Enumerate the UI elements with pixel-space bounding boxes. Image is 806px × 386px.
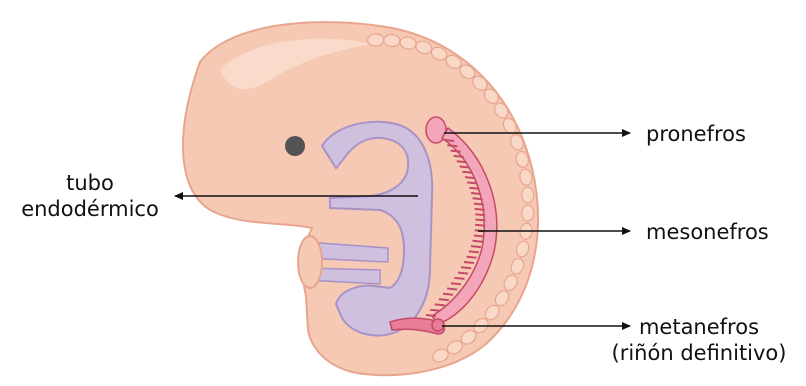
- mesonephric-tubule: [454, 156, 464, 157]
- somite: [368, 34, 384, 46]
- mesonephric-tubule: [475, 214, 485, 215]
- mesonephric-tubule: [474, 236, 484, 237]
- mesonephric-tubule: [471, 246, 481, 247]
- mesonephric-tubule: [473, 198, 483, 199]
- mesonephric-tubule: [451, 151, 461, 152]
- mesonephric-tubule: [471, 193, 481, 194]
- mesonephric-tubule: [473, 241, 483, 242]
- mesonephric-tubule: [439, 299, 449, 300]
- mesonephric-tubule: [469, 188, 479, 189]
- mesonephric-tubule: [475, 209, 485, 210]
- mesonephric-tubule: [426, 315, 436, 316]
- mesonephric-tubule: [430, 310, 440, 311]
- label-metanefros-line1: metanefros: [594, 314, 804, 340]
- label-pronefros: pronefros: [646, 121, 746, 147]
- label-mesonefros: mesonefros: [646, 219, 769, 245]
- mesonephric-tubule: [444, 140, 454, 141]
- mesonephric-tubule: [475, 220, 485, 221]
- mesonephric-tubule: [462, 172, 472, 173]
- label-tubo-endodermico: tubo endodérmico: [12, 170, 168, 222]
- mesonephric-tubule: [474, 204, 484, 205]
- metanephros-bud: [432, 319, 444, 331]
- mesonephric-tubule: [458, 273, 468, 274]
- label-metanefros: metanefros (riñón definitivo): [594, 314, 804, 366]
- mesonephric-tubule: [451, 283, 461, 284]
- mesonephric-tubule: [467, 257, 477, 258]
- mesonephric-tubule: [469, 251, 479, 252]
- label-metanefros-line2: (riñón definitivo): [594, 340, 804, 366]
- somite: [521, 187, 534, 204]
- mesonephric-tubule: [443, 294, 453, 295]
- yolk-stalk-end: [298, 236, 322, 288]
- somite: [521, 205, 534, 222]
- mesonephric-tubule: [447, 289, 457, 290]
- mesonephric-tubule: [447, 145, 457, 146]
- mesonephric-tubule: [435, 304, 445, 305]
- label-tubo-line2: endodérmico: [12, 196, 168, 222]
- mesonephric-tubule: [464, 262, 474, 263]
- mesonephric-tubule: [475, 225, 485, 226]
- mesonephric-tubule: [455, 278, 465, 279]
- label-tubo-line1: tubo: [12, 170, 168, 196]
- mesonephric-tubule: [461, 267, 471, 268]
- eye: [285, 136, 305, 156]
- mesonephric-tubule: [465, 177, 475, 178]
- mesonephric-tubule: [460, 167, 470, 168]
- mesonephric-tubule: [457, 161, 467, 162]
- mesonephric-tubule: [467, 182, 477, 183]
